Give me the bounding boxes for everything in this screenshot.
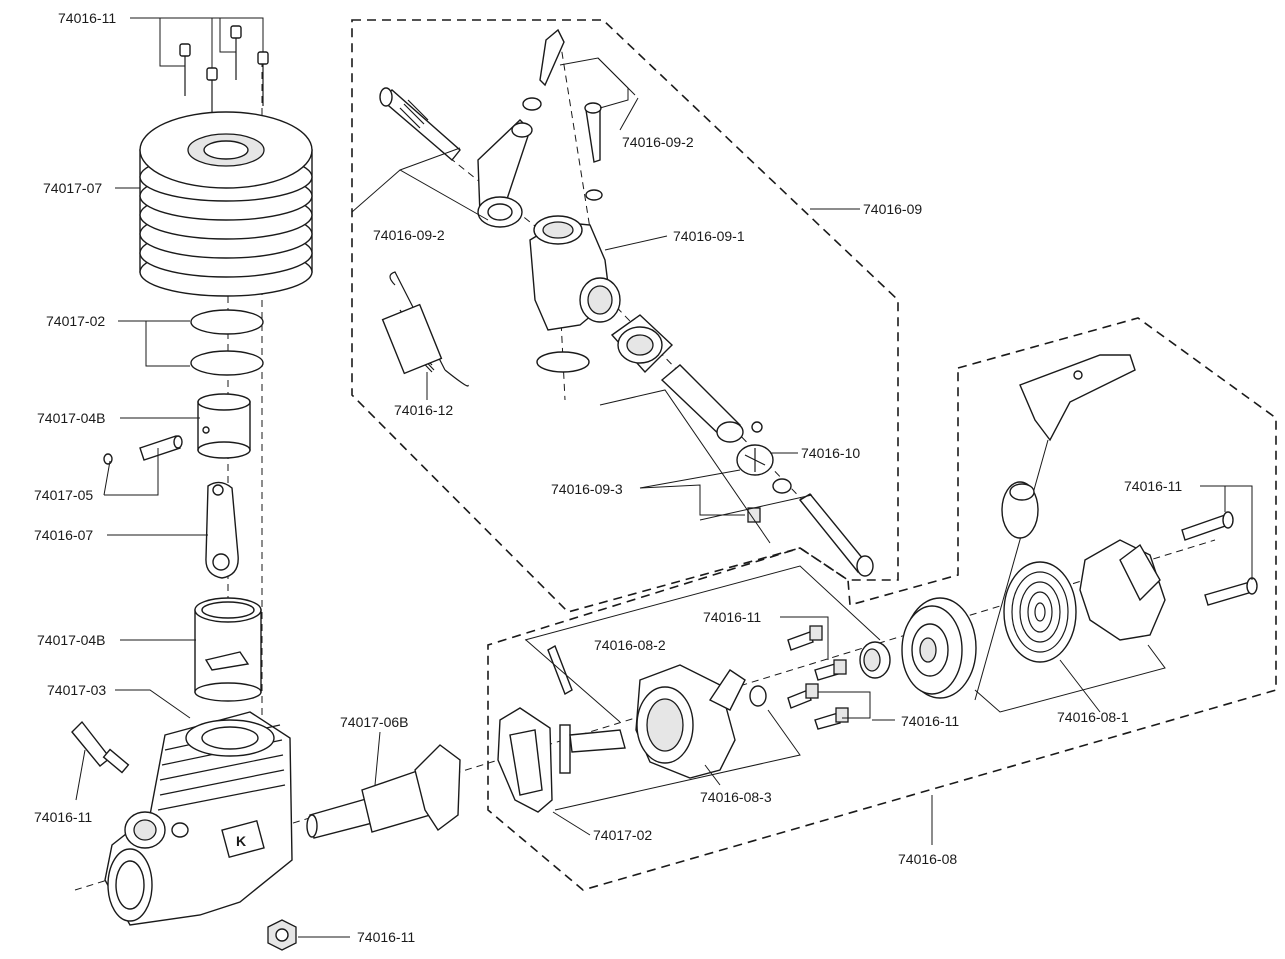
recoil-pulley — [901, 597, 977, 699]
idle-needle — [584, 102, 603, 201]
rope-grip — [1001, 481, 1039, 539]
label-backplate-kit: 74016-08-2 — [594, 637, 666, 653]
backplate-screws — [787, 625, 849, 730]
crankshaft — [306, 744, 461, 839]
label-fuel-nipple: 74016-10 — [801, 445, 860, 461]
carb-body — [529, 215, 621, 373]
carb-axis — [559, 39, 596, 261]
label-backplate: 74016-08-3 — [700, 789, 772, 805]
backplate — [635, 664, 767, 779]
label-connecting-rod: 74016-07 — [34, 527, 93, 543]
label-back-gasket: 74017-02 — [593, 827, 652, 843]
label-nut-bottom: 74016-11 — [357, 929, 415, 945]
label-crankshaft: 74017-06B — [340, 714, 409, 730]
label-throttle-barrel: 74016-09-3 — [551, 481, 623, 497]
crankcase-logo: K — [236, 833, 246, 849]
bottom-nut — [267, 919, 297, 951]
connecting-rod — [205, 481, 239, 579]
leader-lines — [75, 17, 1253, 938]
label-starter-screws-right: 74016-11 — [1124, 478, 1182, 494]
label-backplate-screws: 74016-11 — [703, 609, 761, 625]
label-glow-plug: 74016-11 — [34, 809, 92, 825]
glow-plug — [71, 720, 130, 774]
label-spray-bar: 74016-09-2 — [622, 134, 694, 150]
backplate-rod — [547, 644, 626, 774]
recoil-housing — [1079, 539, 1166, 641]
starter-handle — [974, 354, 1136, 701]
label-recoil-assembly: 74016-08 — [898, 851, 957, 867]
needle-valve — [379, 87, 461, 162]
head-gaskets — [190, 309, 264, 376]
label-spring: 74016-12 — [394, 402, 453, 418]
label-piston-pin: 74017-05 — [34, 487, 93, 503]
label-head-gaskets: 74017-02 — [46, 313, 105, 329]
carb-sleeve — [610, 314, 674, 374]
carb-screw — [798, 493, 874, 577]
starter-cup — [859, 641, 891, 679]
cylinder-liner — [194, 597, 262, 702]
recoil-screws — [1181, 511, 1258, 606]
head-screws — [179, 25, 269, 118]
carb-spring — [381, 271, 469, 387]
cylinder-head — [139, 111, 313, 297]
top-needle — [522, 28, 565, 111]
label-crankcase: 74017-03 — [47, 682, 106, 698]
label-piston: 74017-04B — [37, 410, 106, 426]
crankcase: K — [104, 711, 293, 926]
label-carb-assembly: 74016-09 — [863, 201, 922, 217]
label-recoil-housing: 74016-08-1 — [1057, 709, 1129, 725]
label-carb-body: 74016-09-1 — [673, 228, 745, 244]
label-cylinder-liner: 74017-04B — [37, 632, 106, 648]
spray-bar — [477, 119, 533, 228]
piston — [197, 393, 251, 459]
carburetor-group-outline — [351, 19, 899, 613]
label-cylinder-head: 74017-07 — [43, 180, 102, 196]
recoil-spring — [1003, 561, 1077, 663]
throttle-barrel — [660, 364, 744, 443]
piston-pin — [103, 435, 183, 465]
label-needle-assembly: 74016-09-2 — [373, 227, 445, 243]
fuel-nipple — [736, 421, 792, 523]
label-screws-top: 74016-11 — [58, 10, 116, 26]
back-gasket — [497, 707, 553, 813]
label-starter-screws-lower: 74016-11 — [901, 713, 959, 729]
